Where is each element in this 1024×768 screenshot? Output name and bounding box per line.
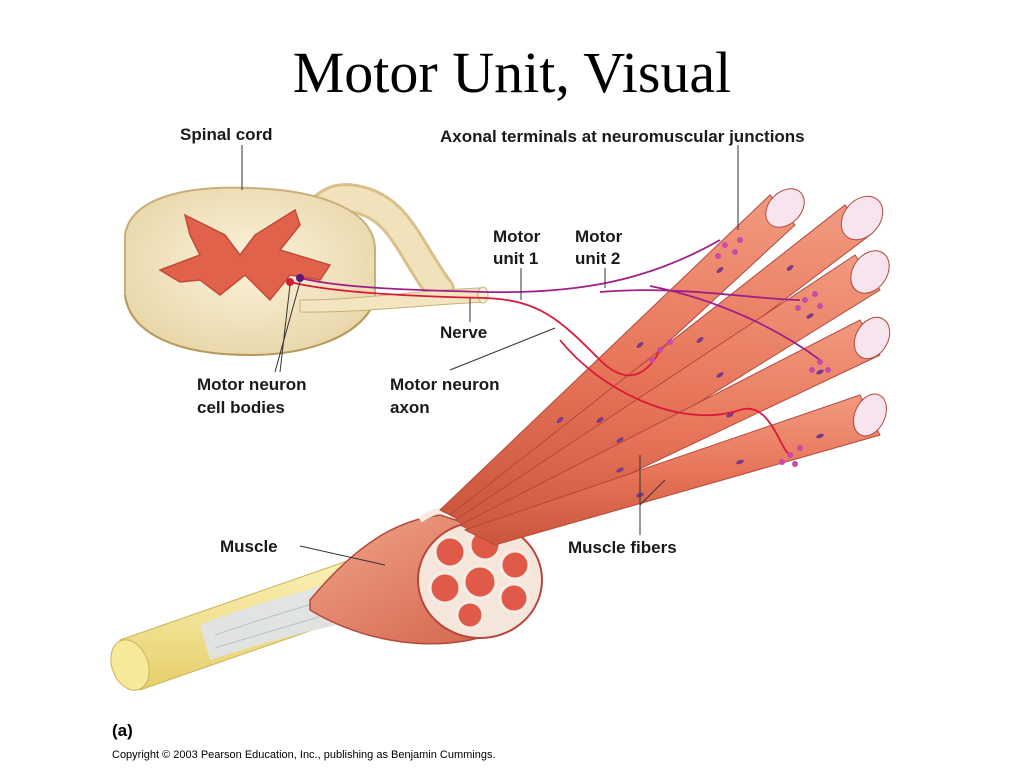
label-motor-unit-2-line2: unit 2 xyxy=(575,249,620,268)
motor-unit-1-axon xyxy=(289,281,791,456)
muscle-belly xyxy=(309,505,543,645)
leader-lines xyxy=(241,145,739,566)
muscle-fibers xyxy=(439,188,891,546)
spinal-cord xyxy=(124,183,455,357)
label-motor-unit-1-line1: Motor xyxy=(493,227,541,246)
label-nerve: Nerve xyxy=(440,323,487,342)
label-motor-unit-1-line2: unit 1 xyxy=(493,249,538,268)
gray-matter xyxy=(158,208,332,302)
motor-unit-2-axon xyxy=(299,239,821,361)
label-muscle-fibers: Muscle fibers xyxy=(568,538,677,557)
slide-title: Motor Unit, Visual xyxy=(292,40,732,105)
fascicles xyxy=(428,528,531,630)
label-motor-neuron-axon-line2: axon xyxy=(390,398,430,417)
label-motor-unit-2-line1: Motor xyxy=(575,227,623,246)
panel-label: (a) xyxy=(112,721,133,740)
label-axonal-terminals: Axonal terminals at neuromuscular juncti… xyxy=(440,127,805,146)
label-muscle: Muscle xyxy=(220,537,278,556)
fiber-nuclei xyxy=(556,265,824,498)
nerve xyxy=(299,286,489,313)
neuromuscular-junctions xyxy=(649,237,831,467)
muscle-fiber xyxy=(439,188,805,526)
label-cell-bodies-line1: Motor neuron xyxy=(197,375,307,394)
motor-neuron-cell-bodies xyxy=(286,274,304,286)
label-cell-bodies-line2: cell bodies xyxy=(197,398,285,417)
label-motor-neuron-axon-line1: Motor neuron xyxy=(390,375,500,394)
label-spinal-cord: Spinal cord xyxy=(180,125,273,144)
copyright-notice: Copyright © 2003 Pearson Education, Inc.… xyxy=(112,749,496,761)
